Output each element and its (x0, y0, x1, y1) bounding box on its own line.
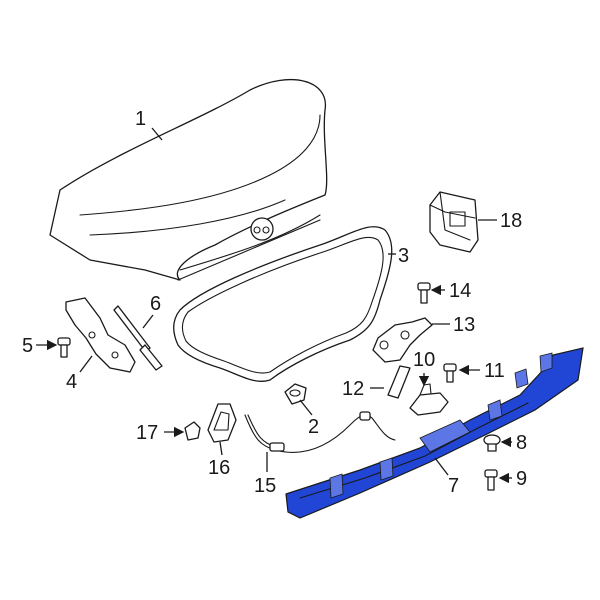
screw-part[interactable] (484, 469, 498, 491)
bracket-12-part[interactable] (387, 365, 411, 399)
bolt-14-part[interactable] (417, 282, 431, 304)
callout-16: 16 (208, 457, 230, 479)
cable-clip-part[interactable] (184, 421, 201, 441)
release-cable-part[interactable] (244, 411, 396, 453)
callout-9: 9 (516, 468, 527, 490)
hinge-part[interactable] (65, 297, 136, 373)
callout-14: 14 (449, 280, 471, 302)
callout-18: 18 (500, 210, 522, 232)
callout-3: 3 (398, 245, 409, 267)
callout-6: 6 (150, 293, 161, 315)
callout-12: 12 (342, 378, 364, 400)
callout-15: 15 (254, 475, 276, 497)
trunk-lid-part[interactable] (49, 78, 328, 281)
callout-7: 7 (448, 475, 459, 497)
bumper-stop-part[interactable] (284, 383, 307, 405)
latch-part[interactable] (372, 317, 433, 363)
callout-1: 1 (135, 108, 146, 130)
callout-10: 10 (413, 349, 435, 371)
tail-lamp-garnish-part[interactable] (285, 347, 584, 519)
callout-17: 17 (136, 422, 158, 444)
weatherstrip-seal-part[interactable] (173, 226, 393, 382)
callout-labels: 1 2 3 4 5 6 7 8 9 10 11 12 13 14 15 16 1… (22, 108, 527, 497)
control-module-part[interactable] (429, 191, 479, 253)
support-strut-part[interactable] (113, 305, 163, 371)
handle-bezel-part[interactable] (207, 403, 237, 443)
callout-13: 13 (453, 314, 475, 336)
callout-4: 4 (66, 371, 77, 393)
callout-11: 11 (484, 360, 505, 382)
leader-lines (36, 127, 512, 484)
bolt-5-part[interactable] (57, 337, 71, 358)
bracket-10-part[interactable] (409, 383, 449, 416)
callout-5: 5 (22, 335, 33, 357)
callout-8: 8 (516, 432, 527, 454)
callout-2: 2 (308, 416, 319, 438)
push-clip-part[interactable] (483, 434, 501, 452)
clip-11-part[interactable] (443, 363, 457, 383)
